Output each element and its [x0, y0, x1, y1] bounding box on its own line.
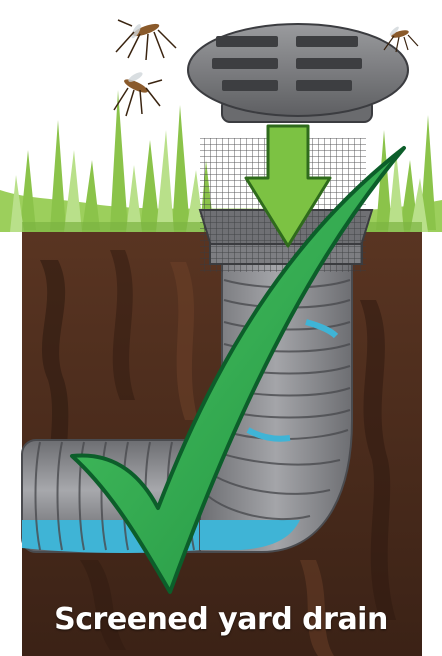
caption: Screened yard drain — [0, 594, 442, 646]
mosquito-icon — [114, 70, 162, 116]
grate-cap — [188, 24, 408, 122]
mosquito-icon — [116, 20, 176, 60]
